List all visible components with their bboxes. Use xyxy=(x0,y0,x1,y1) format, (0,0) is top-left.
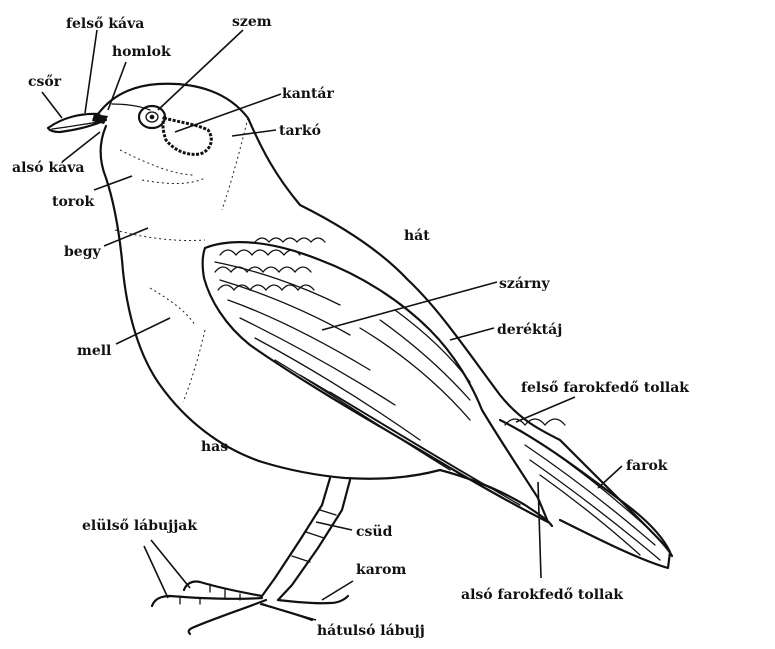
bird-mask xyxy=(163,118,211,154)
label-begy: begy xyxy=(64,244,101,260)
label-also-farokfedo: alsó farokfedő tollak xyxy=(461,587,623,603)
label-homlok: homlok xyxy=(112,44,171,60)
bird-breast-outline xyxy=(101,126,440,479)
label-szarny: szárny xyxy=(499,276,550,292)
bird-leg xyxy=(262,478,350,600)
label-torok: torok xyxy=(52,194,95,210)
label-felso-farokfedo: felső farokfedő tollak xyxy=(521,380,689,396)
label-tarko: tarkó xyxy=(279,123,321,139)
labels: felső káva szem homlok csőr kantár tarkó… xyxy=(12,14,689,639)
label-farok: farok xyxy=(626,458,668,474)
label-karom: karom xyxy=(356,562,406,578)
label-csud: csüd xyxy=(356,524,393,540)
label-deroktaj: deréktáj xyxy=(497,322,562,338)
label-elulso-labujjak: elülső lábujjak xyxy=(82,518,197,534)
label-hat: hát xyxy=(404,228,430,244)
bird-illustration xyxy=(48,84,672,634)
label-csor: csőr xyxy=(28,74,62,90)
bird-tail xyxy=(500,419,670,568)
bird-back-outline xyxy=(98,84,672,556)
label-felso-kava: felső káva xyxy=(66,16,144,32)
label-hatulso-labujj: hátulsó lábujj xyxy=(317,623,425,639)
label-szem: szem xyxy=(232,14,272,30)
label-also-kava: alsó káva xyxy=(12,160,84,176)
label-kantar: kantár xyxy=(282,86,334,102)
label-mell: mell xyxy=(77,343,111,359)
bird-eye xyxy=(139,106,165,128)
label-has: has xyxy=(201,439,228,455)
